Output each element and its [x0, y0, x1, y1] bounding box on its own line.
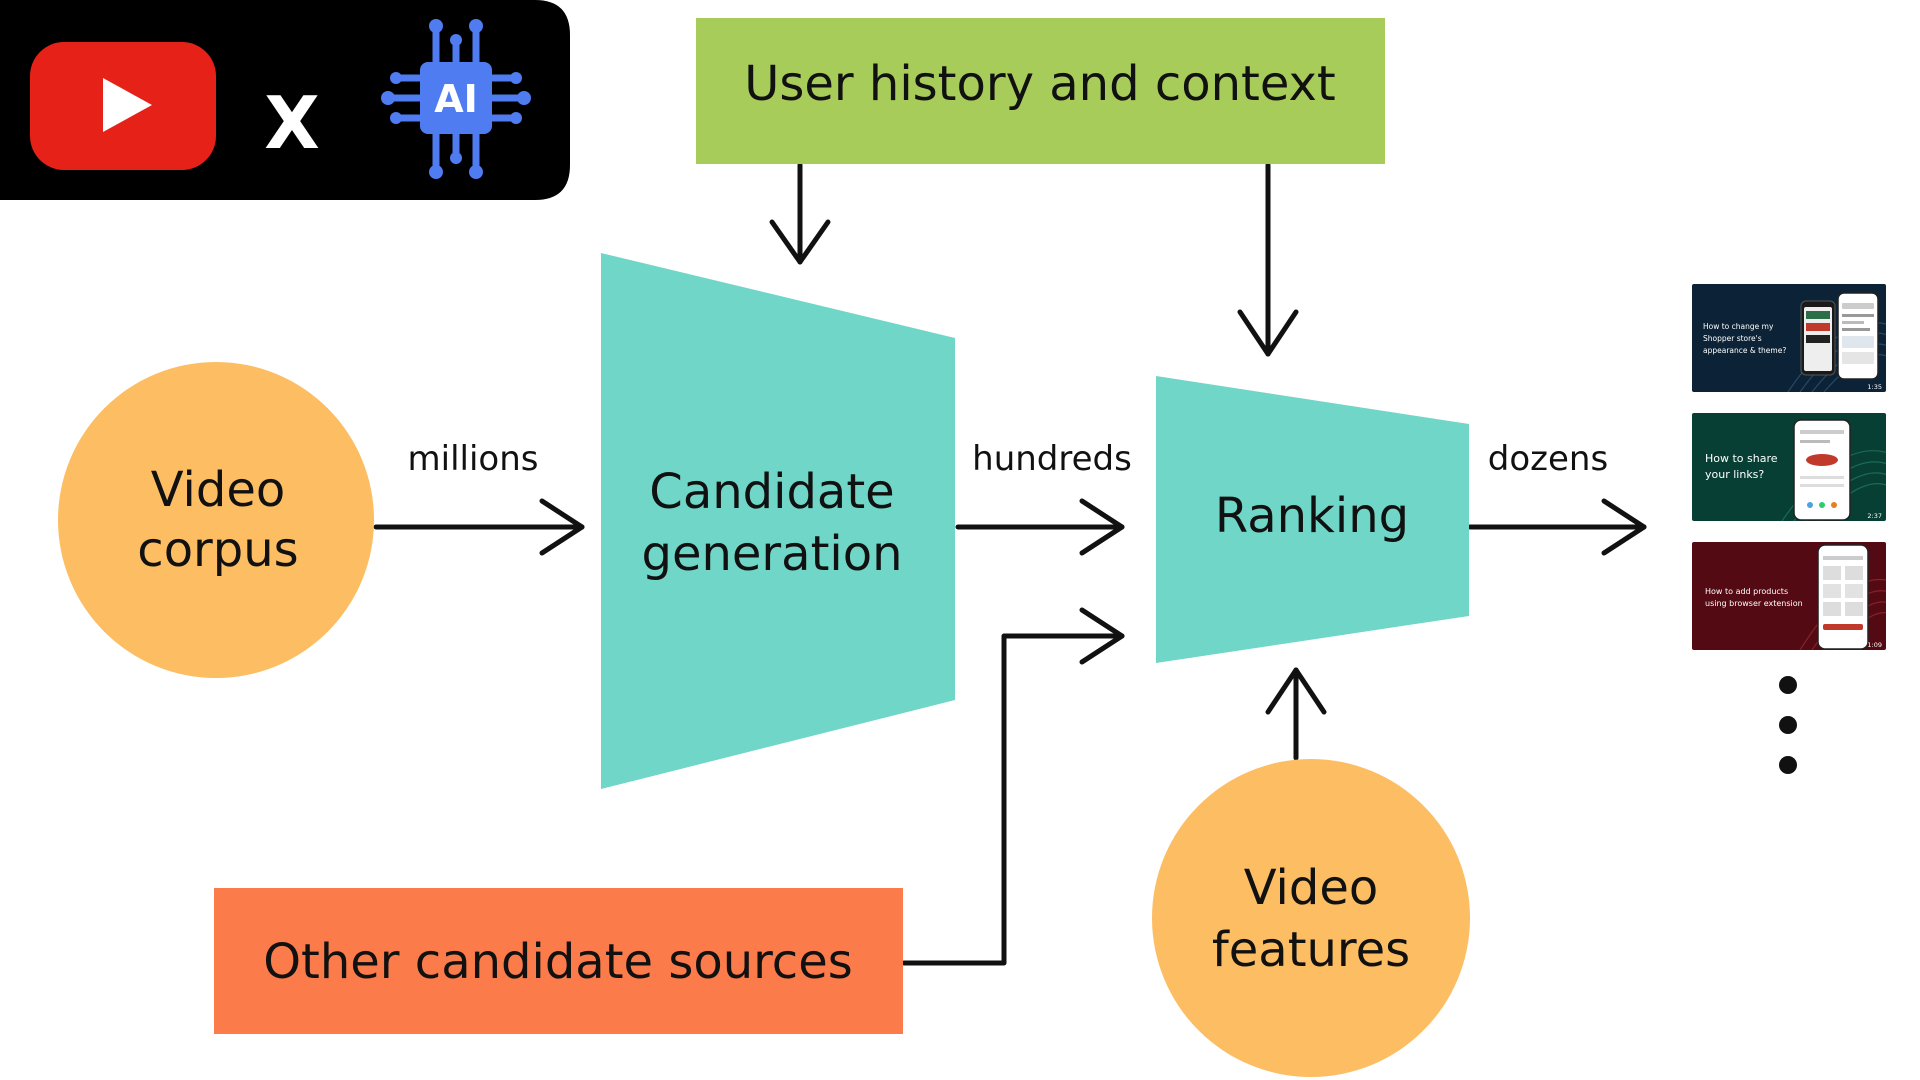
thumbnail-title-line: appearance & theme? — [1703, 346, 1786, 355]
phone-mockup-icon — [1800, 292, 1879, 380]
video-corpus-label-line-2: corpus — [137, 522, 298, 578]
user-history-background — [696, 18, 1385, 164]
times-glyph: X — [264, 81, 320, 165]
arrow-user-history-to-candidate-generation — [769, 162, 831, 265]
ranking-trapezoid — [1156, 376, 1469, 663]
youtube-x-ai-badge: X AI — [0, 0, 570, 200]
video-features-circle — [1152, 759, 1470, 1077]
arrow-video-corpus-to-candidate-generation — [373, 498, 585, 556]
video-thumbnail[interactable]: How to change my Shopper store's appeara… — [1692, 284, 1900, 392]
thumbnail-duration: 1:09 — [1867, 641, 1882, 649]
user-history-box: User history and context — [696, 18, 1385, 164]
other-candidate-sources-label: Other candidate sources — [263, 934, 852, 990]
result-thumbnails: How to change my Shopper store's appeara… — [1692, 284, 1900, 774]
arrow-candidate-generation-to-ranking — [955, 498, 1125, 556]
arrow-other-sources-to-ranking — [901, 607, 1125, 966]
ranking-label: Ranking — [1215, 488, 1409, 544]
phone-mockup-icon — [1793, 419, 1851, 521]
thumbnail-title-line: How to add products — [1705, 587, 1788, 596]
thumbnail-title-line: How to change my — [1703, 322, 1774, 331]
thumbnail-title-line: How to share — [1705, 452, 1778, 465]
thumbnail-duration: 2:37 — [1867, 512, 1882, 520]
youtube-play-triangle — [103, 78, 152, 132]
video-thumbnail[interactable]: How to share your links? 2:37 — [1692, 413, 1900, 521]
edge-label-millions: millions — [408, 439, 539, 479]
candidate-generation-label-line-2: generation — [641, 526, 902, 582]
connectors — [373, 162, 1647, 966]
candidate-generation-label-line-1: Candidate — [649, 464, 894, 520]
thumbnail-duration: 1:35 — [1867, 383, 1882, 391]
phone-mockup-icon — [1817, 544, 1869, 650]
edge-label-dozens: dozens — [1488, 439, 1608, 479]
ai-chip-label: AI — [434, 77, 478, 121]
chip-circuit-lines — [388, 26, 524, 172]
video-corpus-node: Video corpus — [58, 362, 374, 678]
video-features-label-line-1: Video — [1244, 860, 1378, 916]
video-corpus-label-line-1: Video — [151, 462, 285, 518]
vertical-ellipsis-icon — [1779, 676, 1797, 774]
arrow-ranking-to-results — [1467, 498, 1647, 556]
user-history-label: User history and context — [744, 56, 1336, 112]
video-features-label-line-2: features — [1212, 922, 1410, 978]
thumbnail-title-line: Shopper store's — [1703, 334, 1762, 343]
thumbnail-background — [1692, 413, 1886, 521]
edge-label-hundreds: hundreds — [972, 439, 1132, 479]
thumbnail-title-line: using browser extension — [1705, 599, 1803, 608]
other-candidate-sources-box: Other candidate sources — [214, 888, 903, 1034]
video-features-node: Video features — [1152, 759, 1470, 1077]
other-candidate-sources-background — [214, 888, 903, 1034]
candidate-generation-trapezoid — [601, 253, 955, 789]
candidate-generation-node: Candidate generation — [601, 253, 955, 789]
ranking-node: Ranking — [1156, 376, 1469, 663]
chip-body — [420, 62, 492, 134]
arrow-user-history-to-ranking — [1237, 162, 1299, 357]
youtube-play-icon — [30, 42, 216, 170]
thumbnail-title-line: your links? — [1705, 468, 1764, 481]
video-thumbnail[interactable]: How to add products using browser extens… — [1692, 542, 1900, 650]
ai-circuit-chip-icon: AI — [381, 19, 531, 179]
chip-circuit-nodes — [381, 19, 531, 179]
video-corpus-circle — [58, 362, 374, 678]
arrow-video-features-to-ranking — [1265, 667, 1327, 761]
